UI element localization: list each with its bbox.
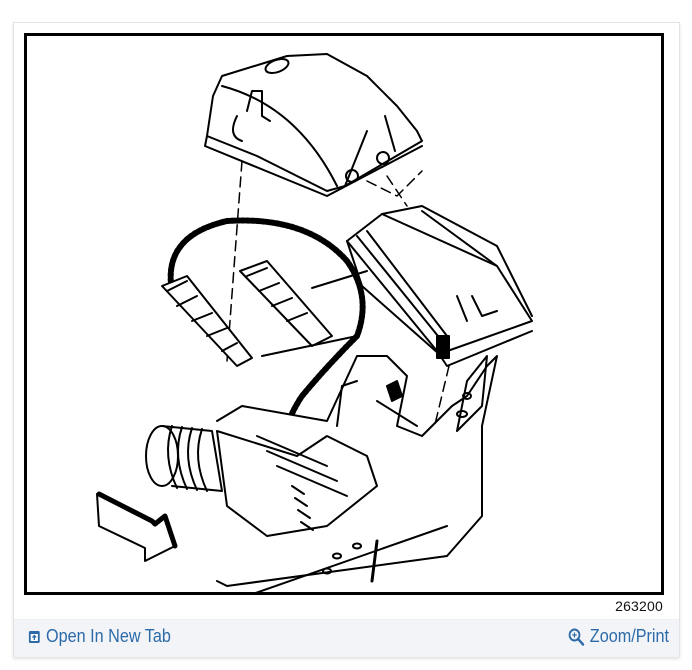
open-in-new-tab-label: Open In New Tab (46, 626, 171, 646)
module-cover (204, 53, 423, 197)
open-in-new-tab-link[interactable]: Open In New Tab (28, 626, 171, 647)
footer-actions: Open In New Tab Zoom/Print (14, 619, 679, 657)
zoom-print-link[interactable]: Zoom/Print (568, 626, 669, 647)
alignment-guides (226, 160, 450, 457)
wiring-harness (161, 217, 368, 459)
zoom-print-label: Zoom/Print (589, 626, 669, 646)
diagram-figure (24, 33, 664, 595)
open-new-tab-icon (28, 630, 40, 643)
front-direction-arrow-icon (96, 491, 178, 562)
figure-number: 263200 (615, 598, 663, 614)
fuse-block-bracket (216, 355, 498, 592)
intake-boot (145, 425, 223, 492)
exploded-diagram-illustration (96, 53, 533, 592)
diagram-card: 263200 Open In New Tab Zoom/Print (13, 22, 680, 657)
control-module (346, 205, 533, 367)
zoom-in-icon (568, 628, 585, 646)
